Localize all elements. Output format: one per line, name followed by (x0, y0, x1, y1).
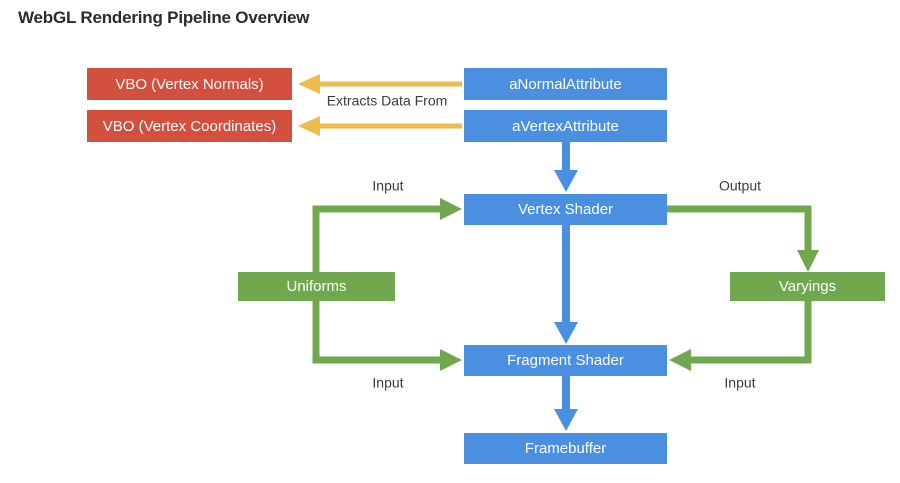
edge-uniforms-to-vs (312, 198, 462, 272)
node-avertexattribute-box[interactable] (464, 110, 667, 142)
edge-uniforms-to-fs-path (312, 301, 444, 364)
node-uniforms-box[interactable] (238, 272, 395, 301)
edge-label-uniforms-to-vertex-shader: Input (372, 178, 403, 194)
edge-varyings-to-fs (669, 301, 812, 371)
edge-fs-to-framebuffer-arrowhead (554, 409, 578, 431)
edge-label-extracts-data-from: Extracts Data From (327, 93, 448, 109)
edge-uniforms-to-fs (312, 301, 462, 371)
node-uniforms[interactable]: Uniforms (238, 272, 395, 301)
node-vbo-coordinates-label: VBO (Vertex Coordinates) (103, 118, 276, 135)
node-framebuffer-box[interactable] (464, 433, 667, 464)
page-title: WebGL Rendering Pipeline Overview (18, 8, 310, 27)
edge-vs-to-fs (554, 225, 578, 344)
node-framebuffer[interactable]: Framebuffer (464, 433, 667, 464)
node-anormalattribute-label: aNormalAttribute (509, 76, 622, 93)
edge-fs-to-framebuffer (554, 376, 578, 431)
node-vertex-shader-label: Vertex Shader (518, 201, 613, 218)
node-vbo-coordinates[interactable]: VBO (Vertex Coordinates) (87, 110, 292, 142)
edge-attr-to-vs-arrowhead (554, 170, 578, 192)
node-anormalattribute-box[interactable] (464, 68, 667, 100)
edge-label-varyings-to-fragment-shader: Input (724, 375, 755, 391)
edge-uniforms-to-vs-path (312, 205, 444, 272)
node-fragment-shader-label: Fragment Shader (507, 352, 624, 369)
edge-vertex-to-vbo-arrowhead (298, 116, 320, 136)
node-uniforms-label: Uniforms (286, 278, 346, 295)
node-vbo-coordinates-box[interactable] (87, 110, 292, 142)
node-avertexattribute-label: aVertexAttribute (512, 118, 619, 135)
edge-normal-to-vbo (298, 74, 462, 94)
node-fragment-shader-box[interactable] (464, 345, 667, 376)
node-vertex-shader-box[interactable] (464, 194, 667, 225)
edge-vs-to-fs-arrowhead (554, 322, 578, 344)
edge-label-uniforms-to-fragment-shader: Input (372, 375, 403, 391)
edge-normal-to-vbo-arrowhead (298, 74, 320, 94)
edge-attr-to-vs (554, 142, 578, 192)
node-varyings-label: Varyings (779, 278, 836, 295)
edge-vs-to-varyings-path (667, 205, 812, 256)
edge-varyings-to-fs-arrowhead (669, 349, 691, 371)
edge-vertex-to-vbo (298, 116, 462, 136)
edge-uniforms-to-fs-arrowhead (440, 349, 462, 371)
node-avertexattribute[interactable]: aVertexAttribute (464, 110, 667, 142)
edge-uniforms-to-vs-arrowhead (440, 198, 462, 220)
node-varyings[interactable]: Varyings (730, 272, 885, 301)
node-vbo-normals[interactable]: VBO (Vertex Normals) (87, 68, 292, 100)
edge-varyings-to-fs-path (689, 301, 812, 364)
edge-vs-to-varyings-arrowhead (797, 250, 819, 272)
node-vbo-normals-box[interactable] (87, 68, 292, 100)
node-vertex-shader[interactable]: Vertex Shader (464, 194, 667, 225)
node-fragment-shader[interactable]: Fragment Shader (464, 345, 667, 376)
node-vbo-normals-label: VBO (Vertex Normals) (115, 76, 263, 93)
node-anormalattribute[interactable]: aNormalAttribute (464, 68, 667, 100)
node-framebuffer-label: Framebuffer (525, 440, 606, 457)
edge-vs-to-varyings (667, 205, 819, 272)
edge-label-vertex-shader-output: Output (719, 178, 761, 194)
node-varyings-box[interactable] (730, 272, 885, 301)
